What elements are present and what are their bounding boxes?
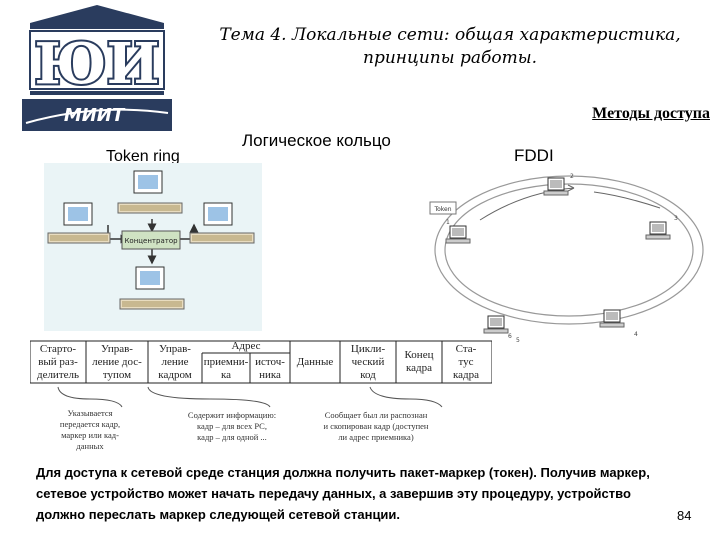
fddi-station-2 bbox=[543, 177, 569, 196]
cell-data: Данные bbox=[296, 356, 334, 368]
slide-title: Тема 4. Локальные сети: общая характерис… bbox=[180, 24, 720, 70]
bottom-description: Для доступа к сетевой среде станция долж… bbox=[36, 465, 650, 522]
fddi-station-5 bbox=[483, 315, 509, 334]
hub-box bbox=[121, 230, 181, 250]
cell-address-header: Адрес bbox=[231, 340, 261, 352]
fddi-num-6: 6 bbox=[508, 333, 512, 340]
fddi-station-4 bbox=[599, 309, 625, 328]
note-access-control: Указывается передается кадр, маркер или … bbox=[59, 408, 121, 451]
fddi-arrow-2 bbox=[593, 191, 661, 209]
fddi-diagram: Token 1 2 3 4 5 6 bbox=[429, 173, 704, 344]
cell-access-control: Управ- ление дос- тупом bbox=[92, 343, 142, 381]
note-braces bbox=[57, 386, 443, 408]
cell-frame-control: Управ- ление кадром bbox=[158, 343, 192, 381]
cell-frame-status: Ста- тус кадра bbox=[452, 343, 480, 381]
fddi-label: FDDI bbox=[514, 146, 554, 165]
fddi-num-3: 3 bbox=[674, 215, 678, 222]
frame-structure-table bbox=[30, 340, 492, 384]
cell-end-delimiter: Конец кадра bbox=[404, 349, 434, 374]
note-frame-status: Сообщает был ли распознан и скопирован к… bbox=[323, 410, 429, 442]
fddi-num-2: 2 bbox=[570, 173, 574, 180]
token-ring-diagram: Концентратор bbox=[44, 163, 262, 331]
station-top bbox=[117, 170, 183, 214]
fddi-station-1 bbox=[445, 225, 471, 244]
note-frame-control: Содержит информацию: кадр – для всех РС,… bbox=[187, 410, 277, 442]
cell-source: источ- ника bbox=[255, 356, 285, 381]
fddi-num-4: 4 bbox=[634, 331, 638, 338]
logo-top-text: ЮИ bbox=[35, 31, 160, 97]
miit-logo: ЮИ МИИТ bbox=[22, 5, 172, 131]
fddi-num-5: 5 bbox=[516, 337, 520, 344]
station-bottom bbox=[119, 266, 185, 310]
page-number: 84 bbox=[677, 508, 692, 523]
fddi-token-label: Token bbox=[433, 206, 451, 213]
logo-bottom-text: МИИТ bbox=[64, 105, 126, 126]
title-line-2: принципы работы. bbox=[363, 48, 537, 68]
token-box bbox=[429, 201, 457, 215]
title-line-1: Тема 4. Локальные сети: общая характерис… bbox=[219, 25, 681, 45]
cell-start-delimiter: Старто- вый раз- делитель bbox=[36, 343, 80, 381]
cell-crc: Цикли- ческий код bbox=[350, 343, 386, 381]
cell-receiver: приемни- ка bbox=[203, 356, 249, 381]
station-left bbox=[47, 202, 111, 244]
methods-heading: Методы доступа bbox=[592, 105, 710, 122]
token-ring-label: Token ring bbox=[106, 148, 180, 165]
logical-ring-label: Логическое кольцо bbox=[242, 131, 391, 150]
token-ring-svg: Концентратор bbox=[47, 170, 255, 310]
station-right bbox=[189, 202, 255, 244]
fddi-num-1: 1 bbox=[446, 219, 450, 226]
fddi-station-3 bbox=[645, 221, 671, 240]
hub-label: Концентратор bbox=[124, 237, 178, 245]
